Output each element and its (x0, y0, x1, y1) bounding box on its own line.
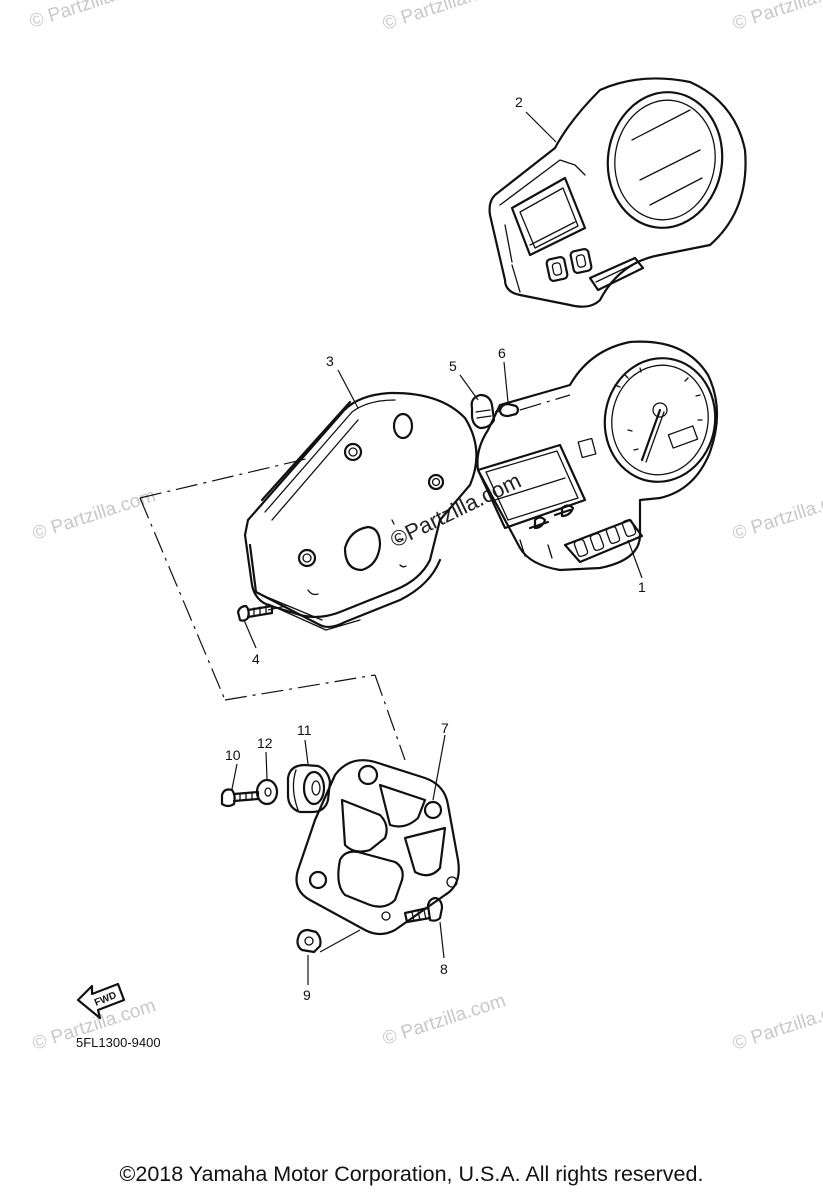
leader-lines (231, 111, 643, 985)
watermark-layer: © Partzilla.com © Partzilla.com © Partzi… (27, 0, 823, 1055)
part-12-washer (255, 778, 279, 806)
callout-3: 3 (326, 353, 334, 369)
callout-7: 7 (441, 720, 449, 736)
part-8-bolt (403, 896, 444, 924)
watermark-text: © Partzilla.com (730, 0, 823, 35)
callout-2: 2 (515, 94, 523, 110)
watermark-text: © Partzilla.com (30, 485, 158, 545)
callout-9: 9 (303, 987, 311, 1003)
part-1-meter-assembly (476, 340, 719, 572)
callout-6: 6 (498, 345, 506, 361)
part-5-bulb-socket (470, 393, 496, 430)
callout-10: 10 (225, 747, 241, 763)
callout-12: 12 (257, 735, 273, 751)
callout-1: 1 (638, 579, 646, 595)
copyright-notice: ©2018 Yamaha Motor Corporation, U.S.A. A… (119, 1162, 704, 1186)
part-2-meter-cover (488, 77, 747, 308)
part-7-bracket (295, 759, 460, 936)
watermark-text: © Partzilla.com (730, 485, 823, 545)
watermark-text: © Partzilla.com (27, 0, 155, 33)
part-6-bulb (498, 402, 520, 418)
watermark-text: © Partzilla.com (380, 990, 508, 1050)
watermark-text: © Partzilla.com (730, 995, 823, 1055)
callout-8: 8 (440, 961, 448, 977)
part-4-screw (236, 604, 274, 622)
assembly-lines (139, 410, 501, 761)
part-3-meter-case (243, 391, 478, 631)
watermark-text: © Partzilla.com (380, 0, 508, 35)
part-10-bolt (220, 788, 260, 808)
callout-5: 5 (449, 358, 457, 374)
part-9-nut (296, 928, 322, 954)
diagram-code: 5FL1300-9400 (76, 1035, 161, 1050)
callout-labels: 2 3 5 6 1 4 7 10 12 11 8 9 (225, 94, 646, 1003)
part-11-grommet (286, 763, 332, 814)
callout-4: 4 (252, 651, 260, 667)
callout-11: 11 (297, 722, 312, 738)
